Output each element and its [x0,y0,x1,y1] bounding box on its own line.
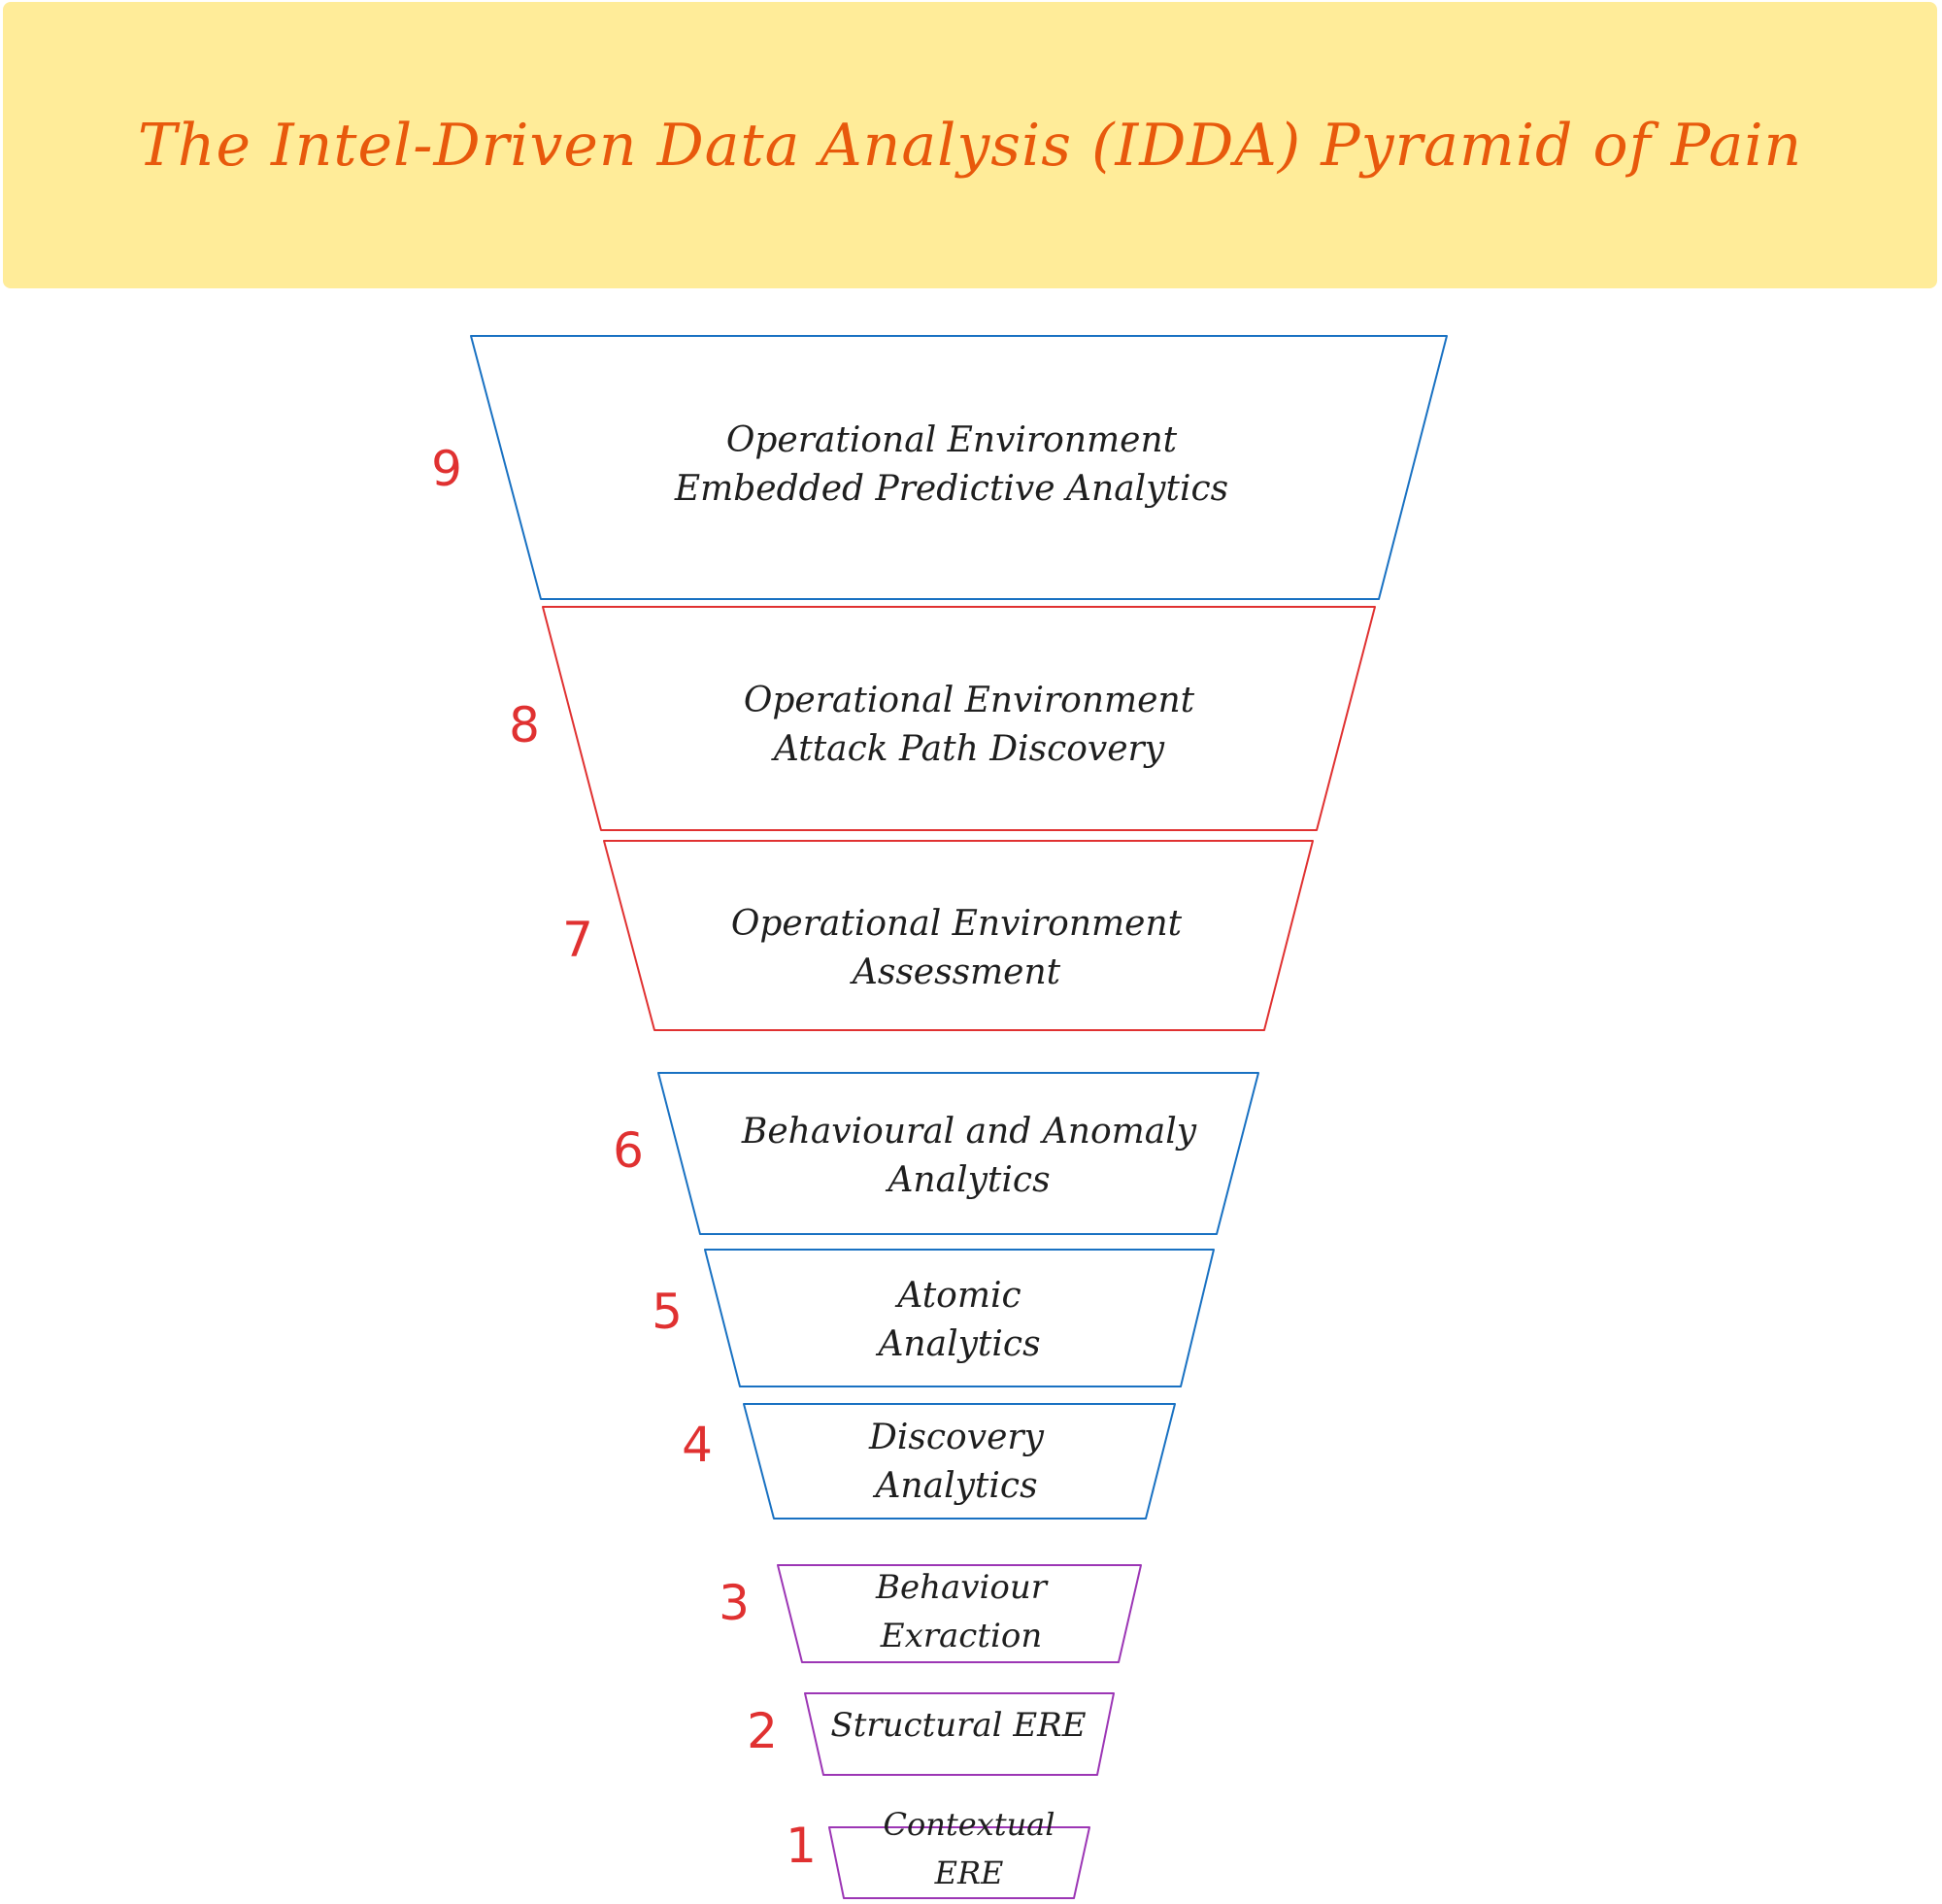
pyramid-level-number: 1 [786,1818,817,1874]
pyramid-level-label: Embedded Predictive Analytics [674,469,1228,509]
title-banner: The Intel-Driven Data Analysis (IDDA) Py… [3,2,1937,288]
pyramid-level-number: 9 [431,441,462,497]
pyramid-level-label: Discovery [868,1418,1045,1457]
pyramid-level-shape [657,1072,1259,1235]
pyramid-level-number: 8 [509,697,540,753]
pyramid-level-shape [704,1249,1215,1387]
pyramid-level-shape [470,335,1448,600]
pyramid-level-number: 2 [747,1703,778,1759]
pyramid-level-number: 5 [652,1284,683,1340]
pyramid-level-label: Assessment [850,952,1061,992]
page-title: The Intel-Driven Data Analysis (IDDA) Py… [137,111,1803,180]
pyramid-level-number: 3 [719,1575,750,1631]
pyramid-level-shape [777,1564,1142,1663]
pyramid-level-label: Operational Environment [726,420,1178,460]
pyramid-level-label: Analytics [885,1160,1050,1200]
pyramid-level-shape [743,1403,1176,1520]
pyramid-level-label: Structural ERE [830,1706,1086,1745]
pyramid-level-label: Atomic [894,1276,1021,1316]
pyramid-level-label: Operational Environment [731,904,1183,944]
pyramid-level-shape [603,840,1314,1031]
pyramid-level-label: Analytics [872,1466,1037,1506]
pyramid-level-label: Operational Environment [744,681,1195,720]
pyramid-level-2: Structural ERE 2 [747,1692,1115,1776]
pyramid-level-number: 4 [682,1417,713,1473]
pyramid-level-number: 6 [613,1122,644,1179]
pyramid-level-label: Exraction [880,1617,1042,1655]
pyramid-level-number: 7 [562,912,593,968]
pyramid-level-label: Behavioural and Anomaly [741,1112,1197,1152]
pyramid-level-shape [828,1826,1090,1899]
pyramid-level-label: ERE [934,1854,1004,1891]
pyramid-level-label: Behaviour [875,1568,1049,1607]
pyramid-level-shape [804,1692,1115,1776]
pyramid-level-label: Contextual [884,1806,1055,1843]
pyramid-level-label: Analytics [875,1324,1040,1364]
pyramid-level-shape [542,606,1376,831]
pyramid-level-label: Attack Path Discovery [771,729,1165,769]
